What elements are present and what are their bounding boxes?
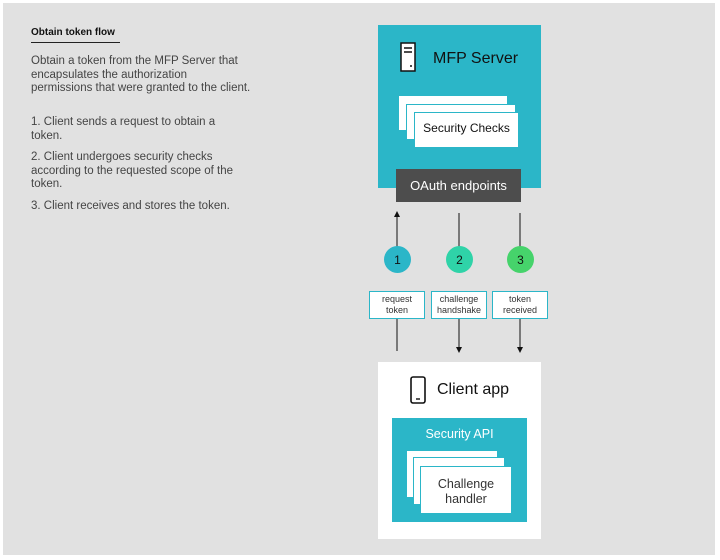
step-description-3: 3. Client receives and stores the token. (31, 200, 230, 212)
security-api-label: Security API (425, 427, 494, 441)
step-description-1: 1. Client sends a request to obtain a to… (31, 116, 216, 142)
server-icon (400, 42, 416, 77)
step-3-circle: 3 (507, 246, 534, 273)
step-2-label: challenge handshake (431, 291, 487, 319)
step-3-label-line1: token (508, 294, 532, 304)
intro-text: Obtain a token from the MFP Server that … (31, 55, 251, 94)
step-2-circle: 2 (446, 246, 473, 273)
mobile-phone-icon (410, 376, 426, 409)
step-1-circle: 1 (384, 246, 411, 273)
step-3-label-line2: received (502, 305, 538, 315)
server-title: MFP Server (433, 50, 519, 67)
challenge-handler-line2: handler (445, 492, 487, 506)
step-description-2: 2. Client undergoes security checks acco… (31, 151, 234, 190)
step-3-label: token received (492, 291, 548, 319)
security-checks-label: Security Checks (423, 121, 510, 135)
diagram-canvas (3, 3, 715, 555)
challenge-handler-line1: Challenge (437, 477, 495, 491)
oauth-endpoints: OAuth endpoints (396, 169, 521, 202)
step-1-label: request token (369, 291, 425, 319)
security-check-card-front (414, 112, 519, 148)
step-1-label-line2: token (385, 305, 409, 315)
step-1-label-line1: request (381, 294, 413, 304)
page-title: Obtain token flow (31, 27, 115, 38)
challenge-card-front (420, 466, 512, 514)
title-underline (31, 42, 120, 43)
step-2-label-line1: challenge (439, 294, 479, 304)
challenge-handler-label: Challenge handler (420, 477, 512, 507)
client-title: Client app (437, 381, 510, 398)
step-2-label-line2: handshake (436, 305, 482, 315)
